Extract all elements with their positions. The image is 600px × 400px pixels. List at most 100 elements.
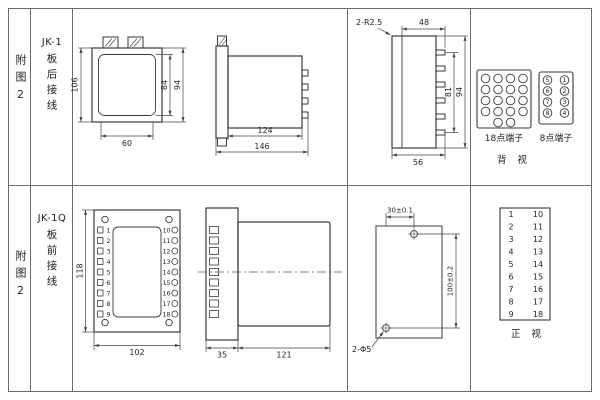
terminal-num: 12 [163,248,171,255]
dim-81: 81 [444,52,458,133]
table-cell: 13 [533,248,543,257]
table-cell: 15 [533,273,543,282]
panel-cutout-view [375,225,443,339]
dim-81-label: 81 [444,87,453,97]
table-cell: 5 [508,260,513,269]
terminal-num: 18 [163,311,171,318]
left-terminal-lugs [97,226,104,318]
terminal-num: 17 [163,301,171,308]
dim-102: 102 [93,332,181,357]
dim-94-front-label: 94 [173,80,182,90]
dim-118: 118 [76,209,94,333]
dim-60: 60 [100,122,154,148]
table-grid [8,8,592,392]
dim-146-label: 146 [254,142,269,151]
terminal-circles-8 [542,75,570,118]
dim-100-label: 100±0.2 [447,266,455,296]
model-block-top: JK-1 板后接线 [33,37,71,119]
table-cell: 10 [533,210,543,219]
dim-146: 146 [215,118,309,156]
dim-30-label: 30±0.1 [387,207,413,215]
radius-callout-label: 2-R2.5 [356,18,382,27]
dim-84: 84 [155,54,173,116]
terminal-8-num: 3 [563,99,567,106]
holes-callout-label: 2-Φ5 [352,345,371,354]
dim-124-label: 124 [257,126,272,135]
rear-view-label: 背 视 [497,154,531,166]
table-cell: 14 [533,260,543,269]
figure-label-top: 附图2 [14,54,27,107]
table-cell: 8 [508,298,513,307]
block8-label: 8点端子 [540,132,573,144]
dim-35-label: 35 [217,351,227,360]
jk1q-side-view [198,207,342,341]
terminal-table-right-column: 10 11 12 13 14 15 16 17 18 [533,210,543,319]
front-view-label: 正 视 [511,328,545,340]
hatch-lines [104,38,142,47]
dim-121: 121 [238,326,331,360]
terminal-numbers-8: 5 1 6 2 7 3 8 4 [546,77,567,117]
terminal-num: 9 [107,311,111,318]
hatch-lines [218,36,227,46]
table-cell: 3 [508,235,513,244]
terminal-8-num: 5 [546,77,550,84]
table-cell: 11 [533,223,543,232]
jk1-rear-side-view [391,35,446,149]
terminal-num: 2 [107,238,111,245]
jk1q-front-view: 1 2 3 4 5 6 7 8 9 10 11 12 13 14 15 16 1… [93,209,181,333]
terminal-8-num: 2 [563,88,567,95]
table-cell: 16 [533,285,543,294]
right-terminal-circles [171,226,179,318]
dim-35: 35 [205,340,239,360]
terminal-num: 7 [107,290,111,297]
terminal-num: 14 [163,269,171,276]
table-cell: 18 [533,310,543,319]
wiring-label-top: 板后接线 [45,53,58,115]
wiring-label-bottom: 板前接线 [45,229,58,291]
model-name-bottom: JK-1Q [37,213,67,224]
left-terminal-numbers: 1 2 3 4 5 6 7 8 9 [107,227,111,318]
terminal-num: 15 [163,280,171,287]
table-cell: 17 [533,298,543,307]
dim-102-label: 102 [129,348,144,357]
terminal-num: 10 [163,227,171,234]
terminal-num: 3 [107,248,111,255]
table-cell: 1 [508,210,513,219]
terminal-8-num: 1 [563,77,567,84]
table-cell: 7 [508,285,513,294]
terminal-num: 4 [107,259,111,266]
dim-118-label: 118 [76,263,85,278]
dim-84-label: 84 [160,80,169,90]
terminal-circles-18 [480,73,528,128]
terminal-8-num: 8 [546,110,550,117]
jk1-front-view [91,36,163,123]
table-cell: 6 [508,273,513,282]
terminal-num: 16 [163,290,171,297]
figure-label-bottom: 附图2 [14,250,27,303]
dim-94-front: 94 [162,47,186,123]
terminal-table-left-column: 1 2 3 4 5 6 7 8 9 [508,210,513,319]
callout-radius: 2-R2.5 [356,18,391,36]
jk1-side-view [215,35,309,147]
dim-48-label: 48 [419,18,429,27]
terminal-num: 6 [107,280,111,287]
callout-holes: 2-Φ5 [352,331,384,354]
dim-30: 30±0.1 [385,207,415,228]
block18-label: 18点端子 [485,132,523,144]
terminal-block-8 [538,71,574,125]
terminal-num: 8 [107,301,111,308]
model-block-bottom: JK-1Q 板前接线 [33,213,71,295]
terminal-num: 13 [163,259,171,266]
right-terminal-numbers: 10 11 12 13 14 15 16 17 18 [163,227,171,318]
terminal-num: 11 [163,238,171,245]
table-cell: 2 [508,223,513,232]
dim-48: 48 [401,18,446,48]
plate-terminals [209,226,219,318]
terminal-num: 5 [107,269,111,276]
terminal-8-num: 4 [563,110,567,117]
terminal-table: 1 2 3 4 5 6 7 8 9 10 11 12 13 14 15 16 1… [499,207,551,340]
table-cell: 9 [508,310,513,319]
dim-100: 100±0.2 [389,233,460,329]
